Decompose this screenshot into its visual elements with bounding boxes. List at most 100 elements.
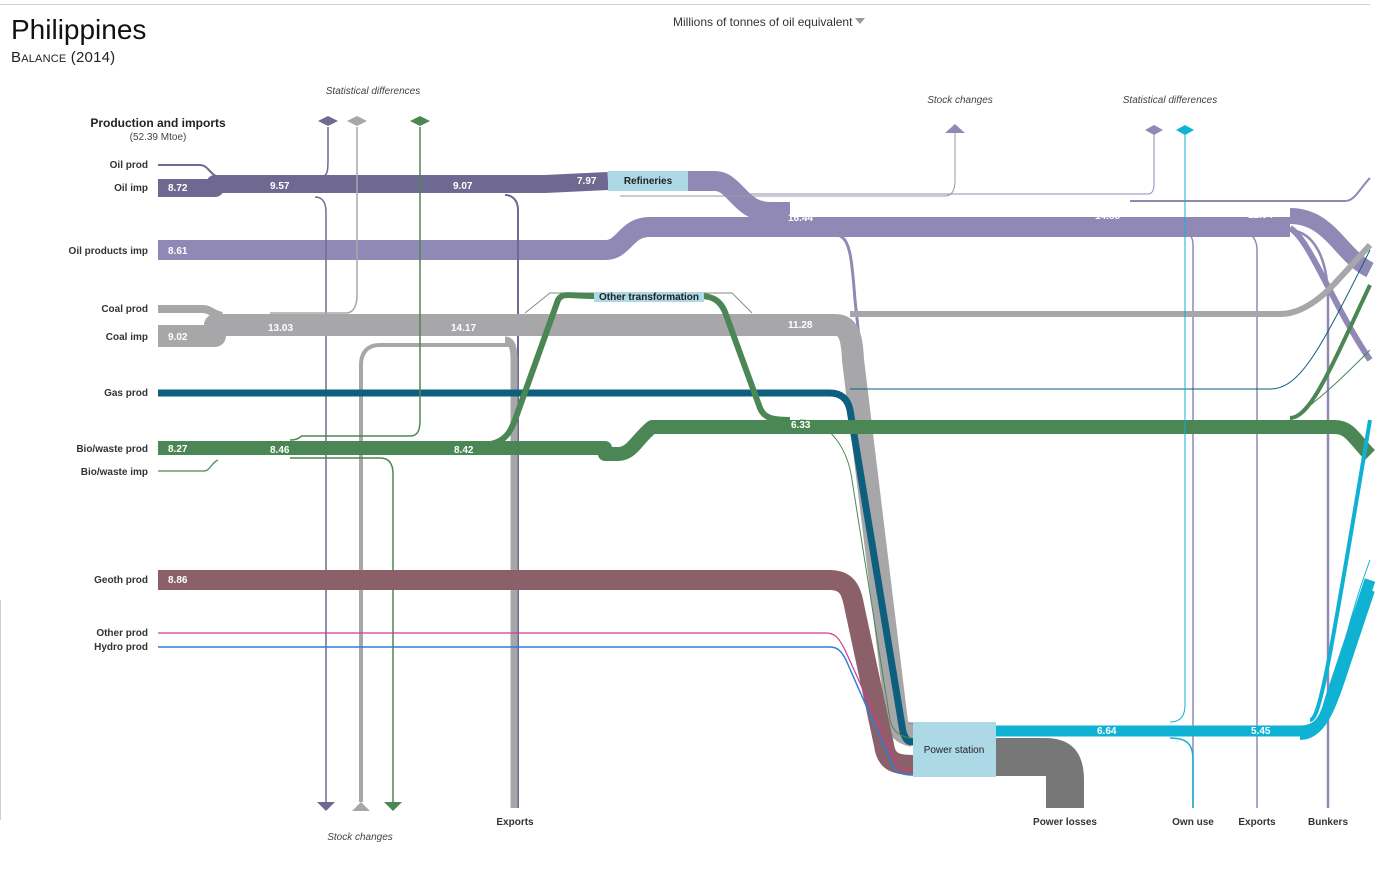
- stock-bio-arrow-icon: [384, 802, 402, 811]
- stock-coal-arrow-icon: [352, 802, 370, 811]
- flow-electricity-right-1: [1309, 419, 1372, 722]
- inputs-header: Production and imports: [90, 116, 226, 130]
- stat-diff-right-label: Statistical differences: [1123, 95, 1218, 106]
- stat-diff-right-oil-arrow-icon: [1145, 125, 1163, 135]
- flow-oil-to-stock-changes: [314, 196, 327, 802]
- stock-changes-bottom-label: Stock changes: [327, 832, 393, 843]
- node-other-transformation[interactable]: [594, 292, 704, 302]
- source-label: Oil prod: [110, 160, 148, 171]
- unit-dropdown[interactable]: Millions of tonnes of oil equivalent: [673, 15, 866, 29]
- source-value: 9.02: [168, 332, 188, 343]
- stat-diff-coal-arrow-icon: [347, 116, 367, 126]
- flow-oil-products-exports: [1200, 232, 1258, 808]
- source-label: Oil products imp: [69, 246, 148, 257]
- flow-coal-imports: [158, 314, 916, 747]
- page-subtitle: Balance (2014): [11, 49, 116, 66]
- flow-coal-prod: [158, 305, 223, 320]
- flow-refinery-stock-changes: [620, 133, 956, 197]
- flow-oil-products-imports: [158, 217, 1290, 260]
- flow-coal-right: [850, 242, 1373, 317]
- source-label: Other prod: [96, 628, 148, 639]
- stock-changes-bottom-arrows: [317, 802, 402, 811]
- page-title: Philippines: [11, 14, 147, 45]
- flow-geoth-prod: [158, 570, 914, 775]
- flow-gas-right: [850, 249, 1371, 390]
- chevron-down-icon: [855, 18, 866, 24]
- stat-diff-oil-arrow-icon: [318, 116, 338, 126]
- flow-electricity-own-use: [1169, 127, 1186, 723]
- flow-oil-products-top-right: [1130, 177, 1371, 202]
- node-refineries[interactable]: [608, 171, 688, 191]
- flow-value: 6.64: [1097, 726, 1117, 737]
- stock-oil-arrow-icon: [317, 802, 335, 811]
- flow-coal-to-stat-diff: [270, 127, 358, 314]
- source-label: Oil imp: [114, 183, 148, 194]
- flow-electricity-bottom: [1299, 588, 1375, 740]
- flow-oil-products-mixed: [1288, 225, 1373, 362]
- flow-oil-to-stat-diff: [319, 127, 329, 178]
- flow-bio-to-stock: [290, 457, 394, 802]
- flow-coal-exports: [504, 336, 518, 808]
- flow-bio-imp: [158, 459, 219, 472]
- stat-diff-bio-arrow-icon: [410, 116, 430, 126]
- flow-value: 16.44: [788, 213, 813, 224]
- stat-diff-left-arrows: [318, 116, 430, 126]
- flow-other-prod: [158, 632, 914, 771]
- stock-changes-top-label: Stock changes: [927, 95, 993, 106]
- stat-diff-left-label: Statistical differences: [326, 86, 421, 97]
- source-label: Hydro prod: [94, 642, 148, 653]
- source-label: Bio/waste prod: [76, 444, 148, 455]
- flow-value: 14.88: [1095, 211, 1120, 222]
- output-exports-left: Exports: [496, 817, 534, 828]
- flow-bio-right-thin: [1289, 349, 1371, 421]
- flow-value: 9.57: [270, 181, 290, 192]
- source-label: Coal imp: [106, 332, 148, 343]
- flow-hydro-prod: [158, 646, 914, 776]
- node-refineries-label: Refineries: [624, 176, 673, 187]
- output-bunkers: Bunkers: [1308, 817, 1348, 828]
- flow-oil-prod: [158, 164, 221, 179]
- output-power-losses: Power losses: [1033, 817, 1097, 828]
- node-power-station-label: Power station: [924, 745, 985, 756]
- flow-value: 7.97: [577, 176, 597, 187]
- flow-value: 11.28: [788, 320, 813, 331]
- output-exports-right: Exports: [1238, 817, 1276, 828]
- node-power-station[interactable]: [913, 722, 996, 777]
- flow-value: 8.42: [454, 445, 474, 456]
- source-value: 8.72: [168, 183, 188, 194]
- flow-gas-prod: [158, 389, 914, 746]
- top-divider: [0, 4, 1370, 5]
- flow-power-losses: [996, 738, 1084, 808]
- source-label: Geoth prod: [94, 575, 148, 586]
- flow-oil-products-out-right: [1289, 208, 1375, 278]
- source-label: Bio/waste imp: [81, 467, 148, 478]
- source-value: 8.61: [168, 246, 188, 257]
- flow-value: 12.94: [1248, 210, 1273, 221]
- source-value: 8.86: [168, 575, 188, 586]
- flow-oil-imports: [158, 172, 609, 197]
- flow-refinery-stat-diff: [750, 133, 1155, 195]
- flow-bio-prod: [158, 420, 1376, 461]
- stat-diff-right-elec-arrow-icon: [1176, 125, 1194, 135]
- output-own-use: Own use: [1172, 817, 1214, 828]
- flow-bio-to-stat-diff: [289, 127, 421, 441]
- unit-dropdown-label: Millions of tonnes of oil equivalent: [673, 15, 853, 29]
- flow-bio-right-up: [1289, 284, 1372, 420]
- flow-value: 8.46: [270, 445, 290, 456]
- flow-oil-exports: [504, 194, 519, 808]
- flow-oil-products-own-use: [1130, 232, 1194, 808]
- flow-value: 14.17: [451, 323, 476, 334]
- source-label: Gas prod: [104, 388, 148, 399]
- flow-value: 6.33: [791, 420, 811, 431]
- source-label: Coal prod: [101, 304, 148, 315]
- flow-electricity-right-2: [1314, 559, 1371, 723]
- flow-electricity-to-own-use: [1169, 737, 1194, 808]
- left-divider: [0, 600, 1, 820]
- stock-changes-top-arrow-icon: [945, 124, 965, 133]
- flow-value: 5.45: [1251, 726, 1271, 737]
- flow-coal-to-stock: [359, 343, 510, 802]
- flow-value: 13.03: [268, 323, 293, 334]
- flow-bio-to-power: [799, 419, 914, 739]
- flow-electricity: [996, 578, 1376, 737]
